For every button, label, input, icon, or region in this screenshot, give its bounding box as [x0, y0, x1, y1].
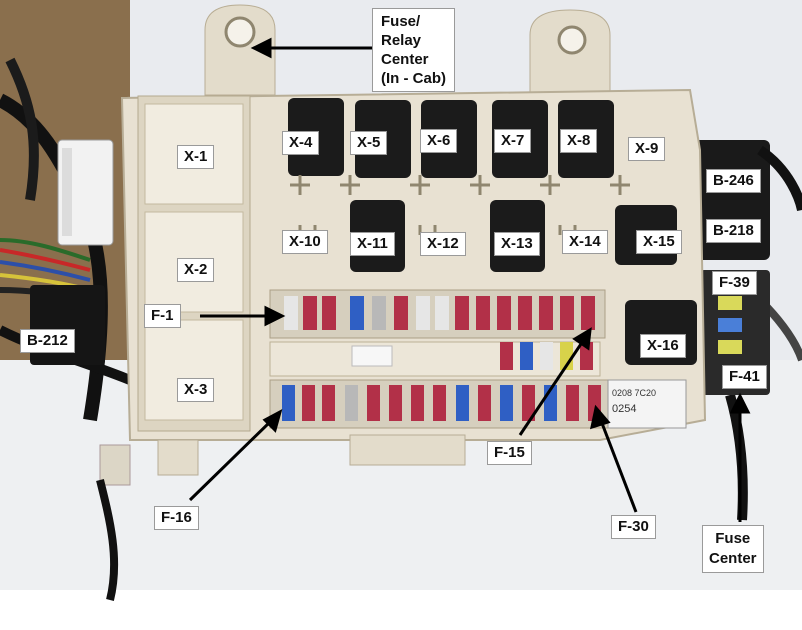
label-x4: X-4	[282, 131, 320, 155]
label-f39: F-39	[712, 271, 757, 295]
pointer-arrows	[188, 37, 751, 522]
label-f41: F-41	[722, 365, 767, 389]
label-f15: F-15	[487, 441, 532, 465]
sticker-line2: 0254	[612, 403, 636, 415]
label-b246: B-246	[706, 169, 761, 193]
label-x2: X-2	[177, 258, 215, 282]
fuse-row-lower	[282, 385, 601, 421]
label-x9: X-9	[628, 137, 666, 161]
label-x13: X-13	[494, 232, 540, 256]
label-fuse-center: Fuse Center	[702, 525, 764, 573]
fuse-row-middle	[351, 342, 593, 370]
part-sticker: 0208 7C20 0254	[607, 379, 687, 429]
label-x8: X-8	[560, 129, 598, 153]
label-x10: X-10	[282, 230, 328, 254]
label-f30: F-30	[611, 515, 656, 539]
label-x12: X-12	[420, 232, 466, 256]
label-fuse-relay-center: Fuse/ Relay Center (In - Cab)	[372, 8, 455, 92]
sticker-line1: 0208 7C20	[612, 388, 656, 398]
label-x11: X-11	[350, 232, 395, 256]
label-f16: F-16	[154, 506, 199, 530]
label-x6: X-6	[420, 129, 458, 153]
mounting-tabs	[204, 4, 611, 96]
label-x1: X-1	[177, 145, 215, 169]
label-x16: X-16	[640, 334, 686, 358]
fuse-row-upper	[284, 296, 595, 330]
label-x5: X-5	[350, 131, 388, 155]
label-f1: F-1	[144, 304, 181, 328]
label-x15: X-15	[636, 230, 682, 254]
label-b218: B-218	[706, 219, 761, 243]
label-x7: X-7	[494, 129, 532, 153]
label-x3: X-3	[177, 378, 215, 402]
label-x14: X-14	[562, 230, 608, 254]
label-b212: B-212	[20, 329, 75, 353]
